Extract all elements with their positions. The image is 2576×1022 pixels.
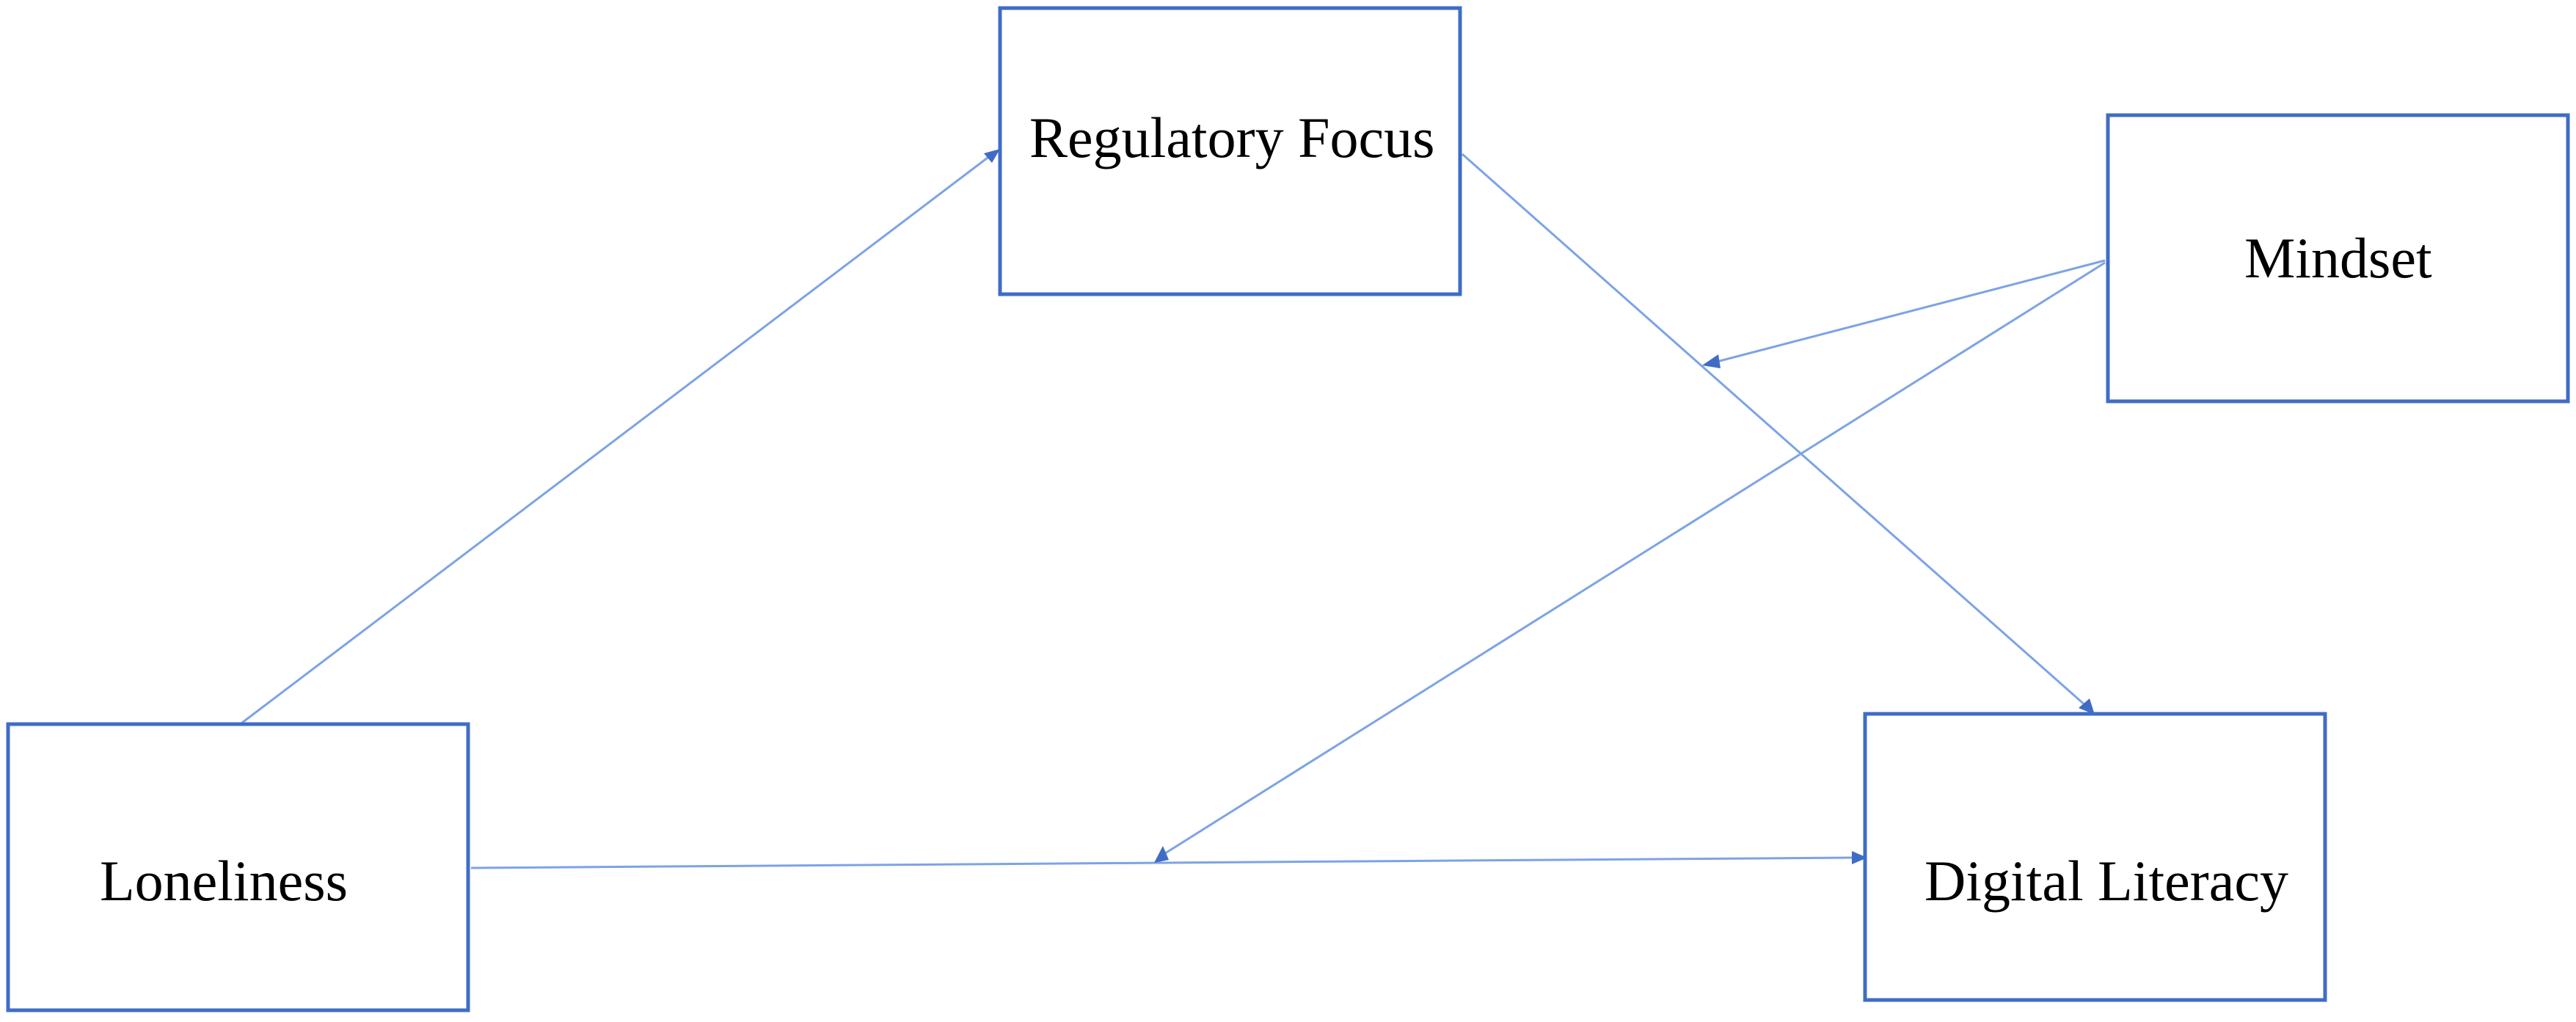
arrowhead-into-digital-literacy-top — [2079, 698, 2095, 715]
regulatory-focus-box — [998, 6, 1462, 296]
edges — [241, 149, 2106, 869]
digital-literacy-label: Digital Literacy — [1924, 849, 2288, 913]
edge-regulatory-focus-to-digital-literacy — [1462, 153, 2087, 707]
mindset-label: Mindset — [2244, 226, 2432, 290]
edge-loneliness-to-regulatory-focus — [241, 154, 991, 724]
arrowhead-into-regulatory-focus — [984, 149, 1000, 163]
arrowhead-moderation-lower — [1154, 846, 1169, 863]
edge-mindset-moderates-mediation — [1716, 259, 2106, 363]
loneliness-box — [6, 722, 470, 1012]
node-mindset: Mindset — [2106, 113, 2570, 404]
loneliness-label: Loneliness — [100, 849, 348, 913]
arrowhead-moderation-upper — [1702, 354, 1721, 368]
node-digital-literacy: Digital Literacy — [1863, 712, 2327, 1002]
edge-loneliness-to-digital-literacy — [470, 856, 1853, 869]
regulatory-focus-label: Regulatory Focus — [1029, 106, 1434, 169]
node-loneliness: Loneliness — [6, 722, 470, 1012]
digital-literacy-box — [1863, 712, 2327, 1002]
edge-mindset-moderates-direct — [1162, 261, 2106, 856]
mindset-box — [2106, 113, 2570, 404]
node-regulatory-focus: Regulatory Focus — [998, 6, 1462, 296]
arrowhead-into-digital-literacy-left — [1852, 851, 1867, 864]
